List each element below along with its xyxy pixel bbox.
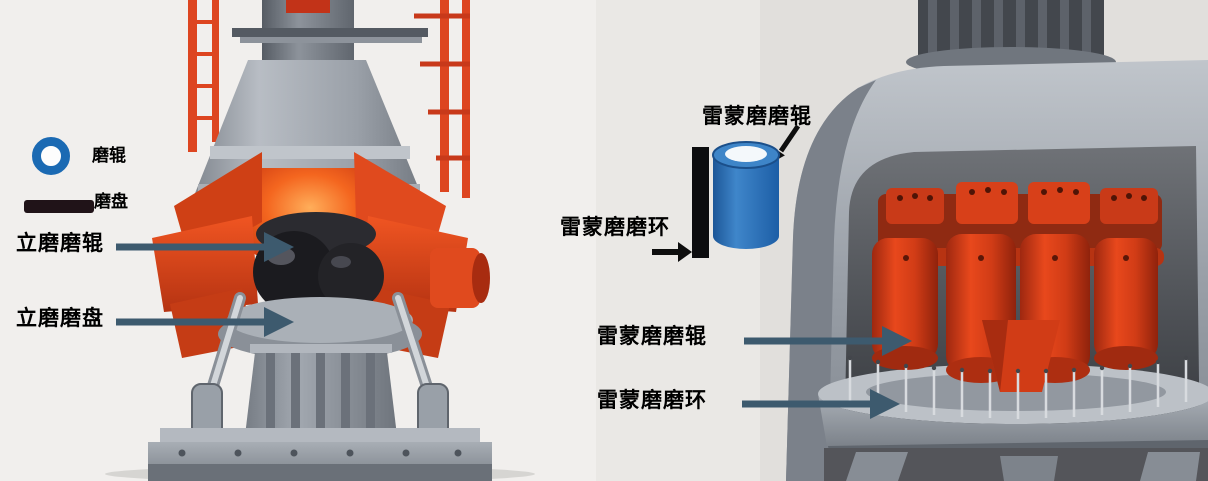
callout-vm-disc-arrow — [116, 307, 294, 337]
legend-rm-ring-label: 雷蒙磨磨环 — [560, 216, 670, 239]
rm-tie-rods — [848, 358, 1188, 419]
disc-bar-icon — [24, 200, 94, 213]
roller-ring-icon — [32, 137, 70, 175]
roller-cylinder-icon — [712, 141, 780, 249]
vertical-mill-figure — [105, 0, 535, 481]
legend-disc-label: 磨盘 — [94, 192, 128, 211]
legend-rm-roller-label: 雷蒙磨磨辊 — [702, 105, 812, 128]
callout-rm-ring-arrow — [742, 389, 900, 419]
callout-vm-disc-label: 立磨磨盘 — [16, 307, 104, 330]
callout-rm-roller-label: 雷蒙磨磨辊 — [597, 325, 707, 348]
ring-bar-icon — [692, 147, 709, 258]
callout-vm-roller-arrow — [116, 232, 294, 262]
callout-rm-roller-arrow — [744, 326, 912, 356]
legend-roller-label: 磨辊 — [92, 146, 126, 165]
ladder-rungs — [188, 20, 219, 120]
callout-rm-ring-label: 雷蒙磨磨环 — [597, 389, 707, 412]
legend-rm-ring-arrow — [652, 242, 692, 262]
callout-vm-roller-label: 立磨磨辊 — [16, 232, 104, 255]
